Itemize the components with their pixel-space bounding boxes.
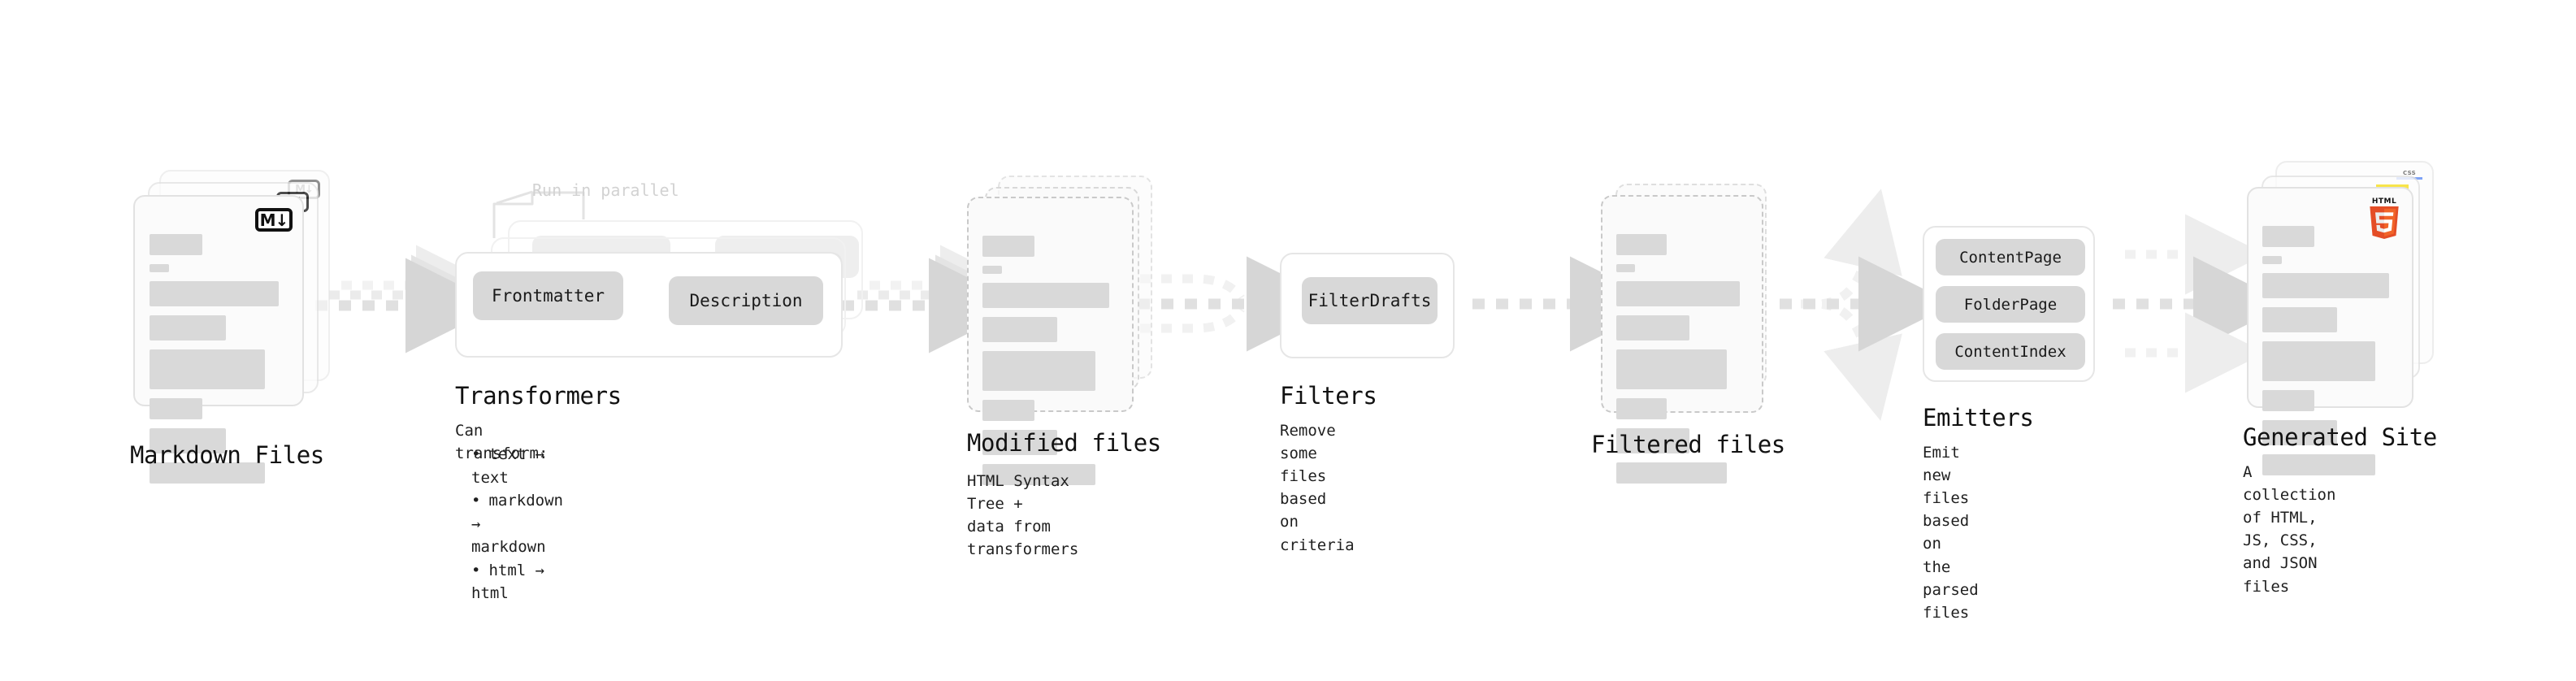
skeleton-bar <box>1615 234 1667 255</box>
skeleton-bar <box>2262 341 2376 381</box>
skeleton-bar <box>2262 420 2338 445</box>
html5-logo-text: HTML <box>2371 197 2397 206</box>
stage-title-markdown-files: Markdown Files <box>130 441 324 469</box>
skeleton-bar <box>982 464 1096 485</box>
skeleton-bar <box>149 234 202 255</box>
skeleton-bar <box>1615 428 1689 453</box>
html5-logo: HTML <box>2366 197 2402 239</box>
transformer-pill-frontmatter[interactable]: Frontmatter <box>473 271 623 320</box>
skeleton-bars <box>982 236 1119 494</box>
transformer-pill-description[interactable]: Description <box>669 276 823 325</box>
skeleton-bar <box>1615 349 1727 389</box>
skeleton-bar <box>2262 307 2338 332</box>
skeleton-bar <box>149 398 202 419</box>
skeleton-bar <box>982 400 1034 421</box>
skeleton-bar <box>982 430 1058 455</box>
skeleton-bar <box>1615 281 1740 306</box>
css-logo-text: CSS <box>2403 170 2416 176</box>
skeleton-bar <box>149 315 227 340</box>
connector-filtered-to-emitters <box>1780 189 1954 421</box>
filters-subtitle: Remove some files based on criteria <box>1280 422 1355 554</box>
skeleton-bar <box>149 462 266 484</box>
skeleton-bars <box>2262 226 2399 484</box>
emitters-subtitle: Emit new files based on the parsed files <box>1923 444 1979 622</box>
skeleton-bar <box>982 283 1110 308</box>
connector-markdown-to-transformers <box>315 245 501 354</box>
skeleton-bar <box>149 281 280 306</box>
connector-emitters-to-site <box>2113 214 2288 393</box>
skeleton-bar <box>149 349 266 389</box>
transform-bullet-text: text → text <box>471 443 563 489</box>
run-in-parallel-note: Run in parallel <box>532 180 679 200</box>
emitters-panel[interactable]: ContentPage FolderPage ContentIndex <box>1923 226 2095 382</box>
filter-pill-filterdrafts[interactable]: FilterDrafts <box>1302 277 1438 324</box>
stage-title-emitters: Emitters <box>1923 404 2034 432</box>
skeleton-bar <box>2262 390 2314 411</box>
skeleton-bar <box>982 236 1034 257</box>
markdown-logo: M↓ <box>255 208 293 232</box>
skeleton-bar <box>2262 256 2282 264</box>
skeleton-bar <box>149 264 169 272</box>
emitter-pill-contentpage[interactable]: ContentPage <box>1936 239 2085 275</box>
transformers-bullet-list: text → text markdown → markdown html → h… <box>455 443 563 605</box>
skeleton-bar <box>2262 273 2390 298</box>
skeleton-bar <box>2262 226 2314 247</box>
transformers-panel[interactable]: Frontmatter Description <box>455 252 843 358</box>
skeleton-bar <box>1615 264 1635 272</box>
stage-title-transformers: Transformers <box>455 382 622 410</box>
skeleton-bar <box>1615 462 1727 484</box>
markdown-card-front[interactable]: M↓ <box>133 195 304 484</box>
modified-card-front[interactable] <box>967 197 1134 485</box>
skeleton-bar <box>982 351 1096 391</box>
emitter-pill-folderpage[interactable]: FolderPage <box>1936 286 2085 323</box>
filters-panel[interactable]: FilterDrafts <box>1280 253 1455 358</box>
stage-title-modified-files: Modified files <box>967 429 1161 457</box>
transform-bullet-html: html → html <box>471 559 563 605</box>
skeleton-bar <box>982 317 1058 342</box>
skeleton-bar <box>982 266 1002 274</box>
stage-title-filtered-files: Filtered files <box>1591 431 1785 458</box>
modified-files-subtitle: HTML Syntax Tree + data from transformer… <box>967 472 1079 559</box>
site-card-front[interactable]: HTML <box>2247 187 2413 475</box>
generated-site-subtitle: A collection of HTML, JS, CSS, and JSON … <box>2243 463 2336 596</box>
filtered-card-front[interactable] <box>1601 195 1763 484</box>
skeleton-bar <box>2262 454 2376 475</box>
skeleton-bar <box>1615 398 1667 419</box>
skeleton-bars <box>149 234 289 492</box>
emitter-pill-contentindex[interactable]: ContentIndex <box>1936 333 2085 370</box>
stage-title-generated-site: Generated Site <box>2243 423 2437 451</box>
skeleton-bar <box>149 428 227 453</box>
skeleton-bar <box>1615 315 1689 340</box>
skeleton-bars <box>1615 234 1750 492</box>
stage-title-filters: Filters <box>1280 382 1377 410</box>
connector-modified-to-filters <box>1138 256 1342 352</box>
transform-bullet-markdown: markdown → markdown <box>471 489 563 559</box>
